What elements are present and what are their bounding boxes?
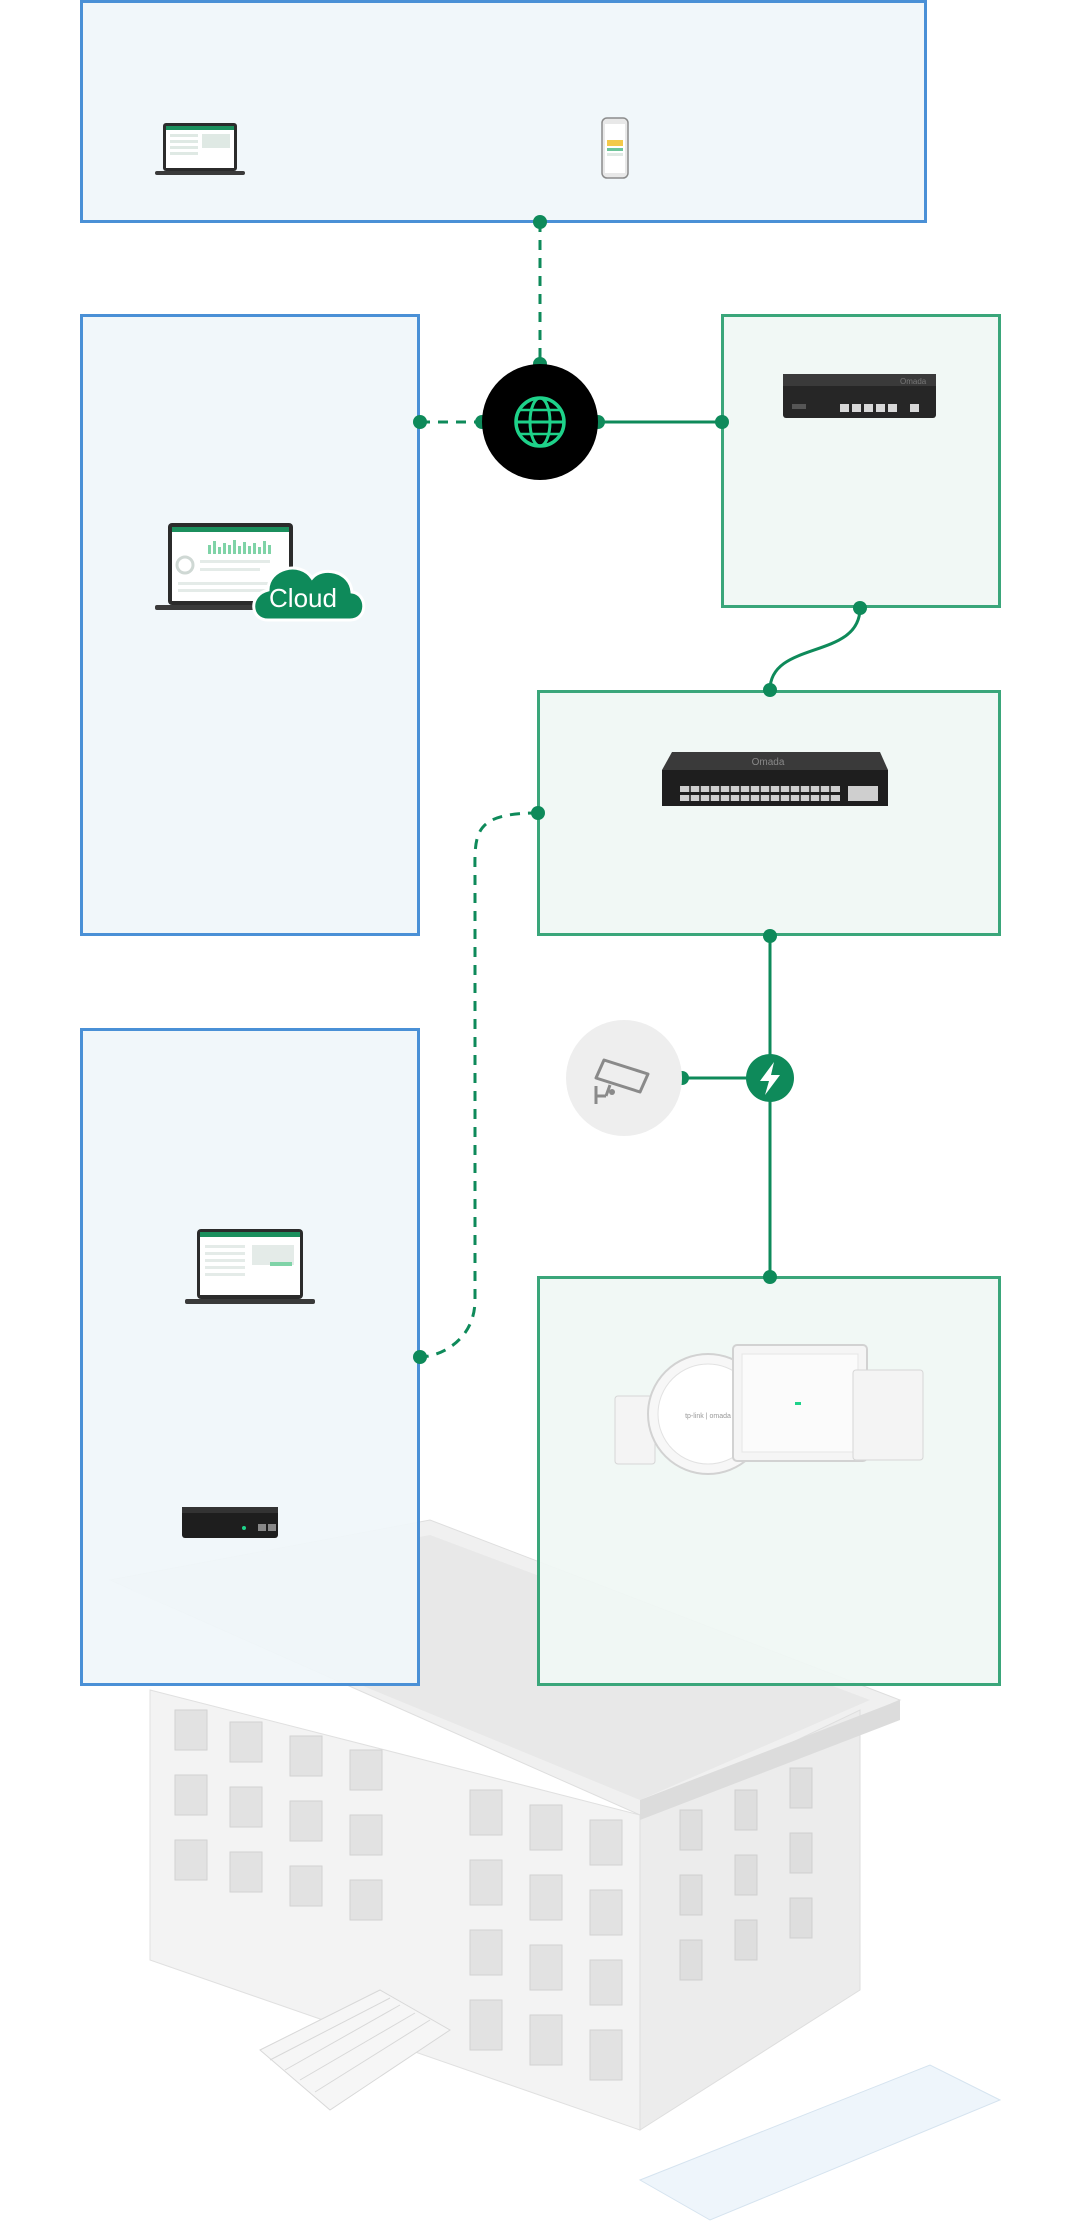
security-camera-icon — [566, 1020, 682, 1136]
hardware-controller — [182, 1507, 278, 1538]
omada-switch: Omada — [662, 752, 888, 806]
omada-router: Omada — [783, 374, 936, 418]
cloud-icon: Cloud — [252, 566, 366, 622]
globe-icon — [482, 364, 598, 480]
phone-icon — [601, 117, 629, 179]
cloud-controller-panel — [80, 314, 420, 936]
laptop-icon — [155, 123, 245, 175]
svg-text:tp-link | omada: tp-link | omada — [685, 1413, 731, 1420]
link-router-to-switch — [768, 607, 862, 691]
controller-app-panel — [80, 0, 927, 223]
router-panel — [721, 314, 1001, 608]
power-bolt-icon — [746, 1054, 794, 1102]
access-points: tp-link | omada — [614, 1344, 924, 1475]
link-switch-to-controller — [419, 811, 539, 1359]
cloud-label: Cloud — [269, 583, 337, 613]
local-controller-panel — [80, 1028, 420, 1686]
svg-text:Omada: Omada — [900, 377, 927, 386]
controller-laptop — [185, 1229, 315, 1304]
svg-text:Omada: Omada — [752, 757, 785, 768]
